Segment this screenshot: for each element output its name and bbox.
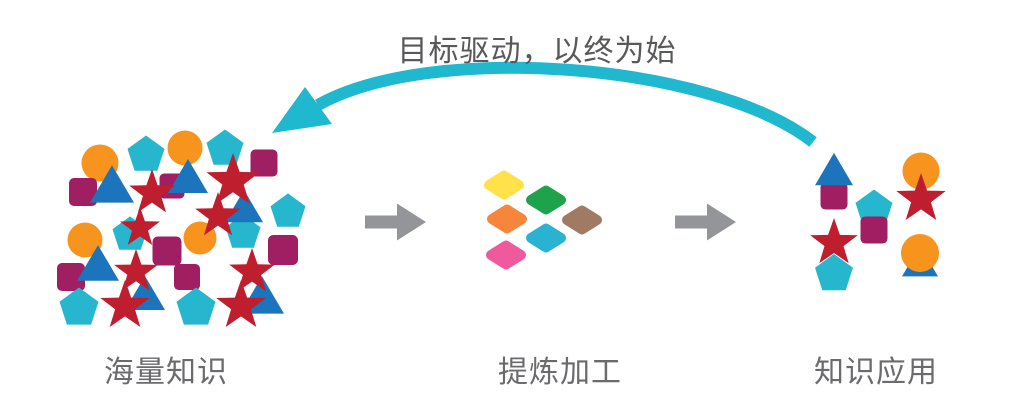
flow-arrows	[365, 203, 736, 241]
pink-diamond-shape	[486, 240, 526, 270]
feedback-arrow	[272, 61, 817, 147]
pentagon-shape	[855, 189, 893, 225]
stage-label-massive-knowledge: 海量知识	[104, 355, 228, 390]
circle-shape	[901, 234, 939, 272]
square-shape	[152, 236, 182, 266]
star-shape	[229, 248, 275, 292]
pentagon-shape	[127, 135, 165, 171]
square-shape	[250, 149, 278, 177]
pentagon-shape	[206, 129, 244, 165]
square-shape	[268, 235, 298, 265]
yellow-diamond-shape	[484, 170, 524, 200]
feedback-arrow-head-icon	[272, 87, 332, 133]
massive-knowledge-cluster	[57, 129, 306, 327]
star-shape	[100, 280, 150, 327]
circle-shape	[902, 152, 940, 190]
square-shape	[820, 182, 848, 210]
pentagon-shape	[270, 193, 306, 227]
square-shape	[69, 178, 97, 206]
star-shape	[810, 218, 858, 264]
cyan-diamond-shape	[526, 223, 566, 253]
stage-label-knowledge-application: 知识应用	[814, 355, 938, 390]
star-shape	[114, 249, 158, 291]
circle-shape	[67, 222, 103, 258]
square-shape	[860, 216, 888, 244]
circle-shape	[167, 130, 203, 166]
stage-label-refine-process: 提炼加工	[498, 355, 622, 390]
star-shape	[896, 173, 946, 220]
star-shape	[216, 280, 266, 327]
star-shape	[206, 153, 260, 204]
triangle-shape	[77, 245, 119, 281]
triangle-shape	[225, 189, 263, 223]
star-shape	[195, 192, 241, 236]
orange-diamond-shape	[487, 204, 527, 234]
pentagon-shape	[59, 287, 99, 325]
feedback-arrow-caption: 目标驱动，以终为始	[397, 34, 677, 69]
triangle-shape	[168, 159, 208, 193]
brown-diamond-shape	[562, 205, 602, 235]
star-shape	[129, 169, 175, 213]
refine-process-diamonds	[484, 170, 602, 270]
triangle-shape	[815, 152, 853, 186]
triangle-shape	[90, 165, 134, 203]
feedback-arrow-curve	[315, 61, 817, 147]
pentagon-shape	[225, 214, 261, 248]
star-shape	[120, 207, 160, 245]
flow-arrow-right-icon	[675, 203, 736, 241]
green-diamond-shape	[526, 185, 566, 215]
flow-arrow-right-icon	[365, 203, 426, 241]
pentagon-shape	[815, 254, 853, 291]
knowledge-application-group	[810, 152, 946, 291]
pentagon-shape	[176, 287, 216, 325]
square-shape	[174, 264, 200, 290]
square-shape	[57, 263, 85, 291]
